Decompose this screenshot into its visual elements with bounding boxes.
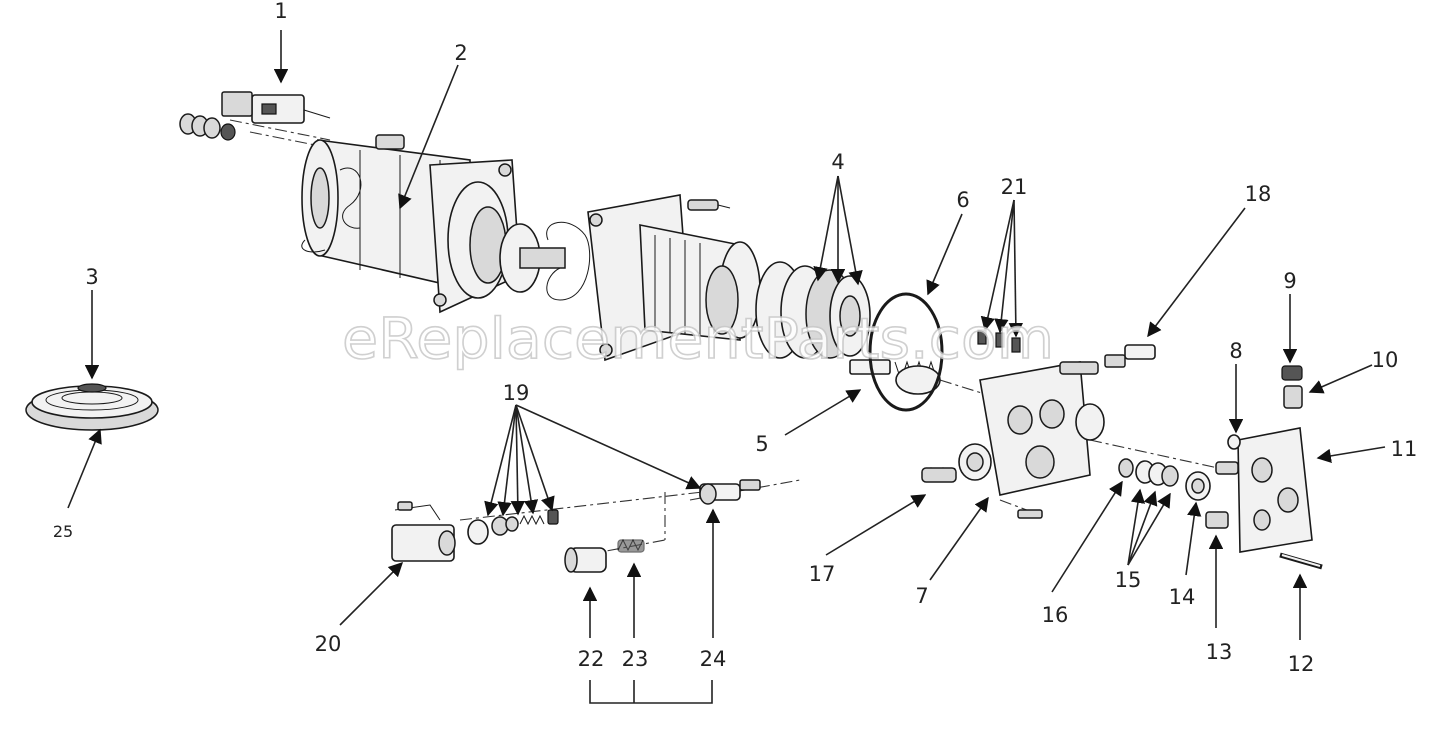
callout-21: 21 — [1001, 175, 1028, 199]
part-10-valve — [1283, 385, 1303, 409]
part-13-valve — [1205, 511, 1229, 529]
callout-11: 11 — [1391, 437, 1418, 461]
callout-14: 14 — [1169, 585, 1196, 609]
part-15-seal-kit — [1135, 460, 1179, 487]
callout-7: 7 — [915, 584, 928, 608]
cord-fitting — [179, 113, 236, 141]
callout-6: 6 — [956, 188, 969, 212]
callout-1: 1 — [274, 0, 287, 23]
crankcase — [587, 194, 761, 362]
group-bracket — [589, 680, 713, 704]
part-23-spring — [617, 538, 645, 553]
part-20-body — [391, 501, 456, 562]
part-1-switch — [221, 91, 331, 124]
callout-16: 16 — [1042, 603, 1069, 627]
callout-22: 22 — [578, 647, 605, 671]
leader-lines — [67, 30, 1386, 640]
part-19-spring-set — [467, 509, 559, 545]
callout-13: 13 — [1206, 640, 1233, 664]
part-24-valve-stem — [699, 479, 761, 505]
callout-15: 15 — [1115, 568, 1142, 592]
shaft-coupling — [499, 221, 591, 301]
callout-24: 24 — [700, 647, 727, 671]
callout-2: 2 — [454, 41, 467, 65]
part-11-pump-head — [1215, 427, 1313, 553]
callout-labels: 1 2 3 4 5 6 7 8 9 10 11 12 13 14 15 16 1… — [53, 0, 1418, 676]
callout-25: 25 — [53, 522, 73, 541]
callout-3: 3 — [85, 265, 98, 289]
callout-5: 5 — [755, 432, 768, 456]
callout-12: 12 — [1288, 652, 1315, 676]
part-2-motor — [301, 134, 521, 314]
part-18-fitting — [1104, 344, 1156, 368]
part-14-ring — [1185, 471, 1211, 501]
callout-23: 23 — [622, 647, 649, 671]
callout-17: 17 — [809, 562, 836, 586]
part-3-filter — [25, 383, 159, 431]
part-6-o-ring — [868, 292, 944, 412]
part-17-spring — [921, 467, 957, 483]
part-22-plug — [564, 547, 607, 573]
part-12-screw — [1279, 552, 1323, 570]
part-5-piston — [849, 359, 941, 395]
watermark: eReplacementParts.com — [342, 307, 1054, 372]
callout-9: 9 — [1283, 269, 1296, 293]
callout-19: 19 — [503, 381, 530, 405]
part-4-wobble-plate — [755, 261, 871, 359]
part-16-seal — [1118, 458, 1134, 478]
callout-10: 10 — [1372, 348, 1399, 372]
part-9-cap — [1281, 365, 1303, 381]
part-8-o-ring — [1227, 434, 1241, 450]
callout-8: 8 — [1229, 339, 1242, 363]
callout-20: 20 — [315, 632, 342, 656]
part-7-manifold — [958, 361, 1105, 519]
callout-4: 4 — [831, 150, 844, 174]
callout-18: 18 — [1245, 182, 1272, 206]
